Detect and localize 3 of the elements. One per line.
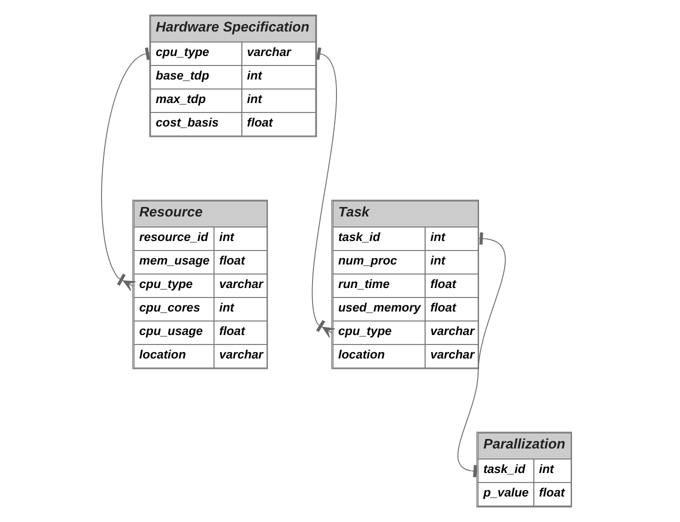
connector xyxy=(312,47,337,338)
connector xyxy=(458,232,506,478)
connector xyxy=(101,47,150,292)
